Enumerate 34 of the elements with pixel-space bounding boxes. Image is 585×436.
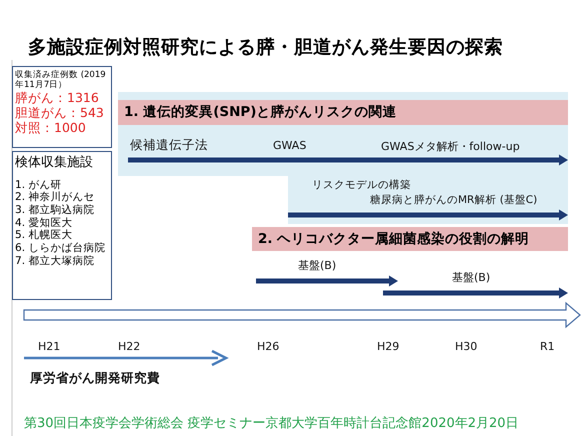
info-box [12,151,112,300]
case-count: 膵がん：1316 [15,90,100,106]
year-label: H26 [257,340,280,353]
section-band [118,100,568,125]
year-label: H30 [455,340,478,353]
phase-label: GWASメタ解析・follow-up [381,139,520,154]
facility-item: 1. がん研 [15,178,62,191]
year-label: H21 [38,340,60,353]
facility-item: 7. 都立大塚病院 [15,254,96,268]
phase-label: GWAS [273,139,306,152]
phase-label: 糖尿病と膵がんのMR解析 (基盤C) [370,193,538,207]
section-heading: 1. 遺伝的変異(SNP)と膵がんリスクの関連 [124,104,398,120]
facility-item: 3. 都立駒込病院 [15,204,96,217]
box-heading: 検体収集施設 [15,155,94,171]
section-band [252,227,568,251]
year-label: H29 [377,340,400,353]
footer-note: 第30回日本疫学会学術総会 疫学セミナー京都大学百年時計台記念館2020年2月20日 [24,415,519,432]
info-box [12,66,112,148]
case-count-caption: 収集済み症例数 (2019年11月7日） [15,70,107,90]
year-label: R1 [540,340,555,353]
funding-label: 厚労省がん開発研究費 [30,370,160,387]
facility-item: 6. しらかば台病院 [15,242,106,255]
facility-item: 4. 愛知医大 [15,216,74,229]
title: 多施設症例対照研究による膵・胆道がん発生要因の探索 [28,36,503,59]
year-label: H22 [118,340,140,353]
facility-item: 2. 神奈川がんセ [15,191,96,204]
phase-label: リスクモデルの構築 [312,178,411,192]
grant-label: 基盤(B) [298,258,336,273]
case-count: 対照：1000 [15,120,87,136]
facility-item: 5. 札幌医大 [15,229,74,242]
grant-label: 基盤(B) [452,270,490,285]
case-count: 胆道がん：543 [15,105,105,120]
phase-label: 候補遺伝子法 [130,137,208,154]
section-heading: 2. ヘリコバクター属細菌感染の役割の解明 [258,231,530,248]
